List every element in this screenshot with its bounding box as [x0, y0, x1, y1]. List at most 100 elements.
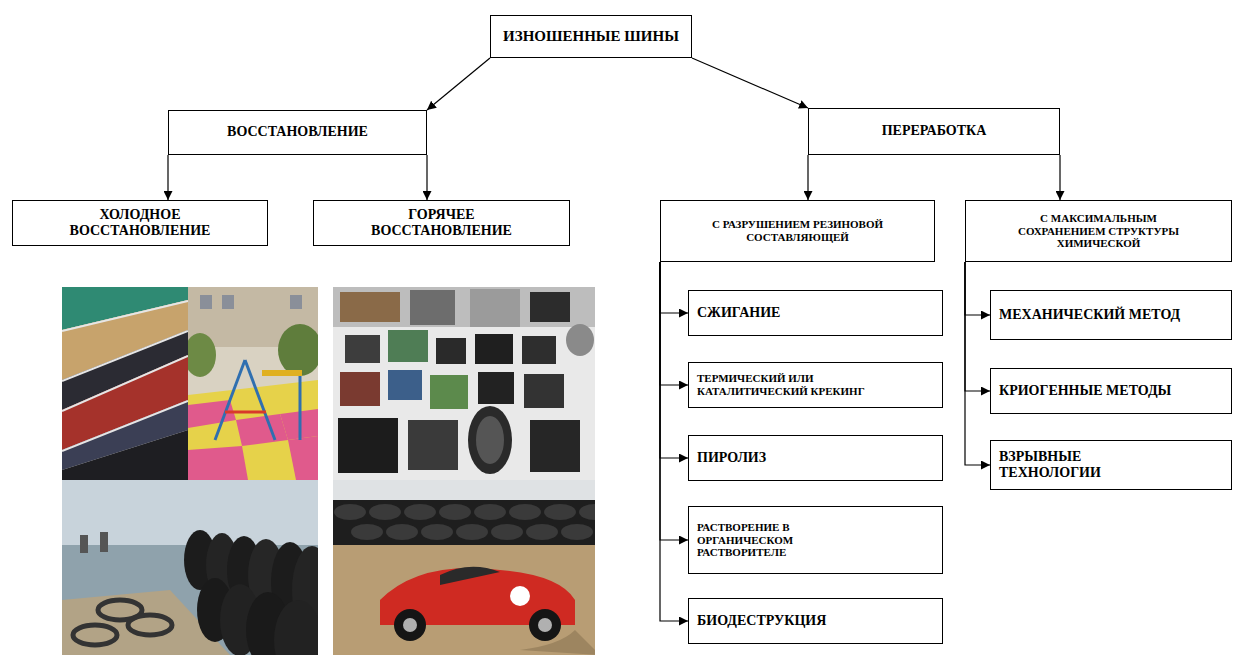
illustration-part: [421, 524, 453, 540]
illustration-part: [538, 618, 552, 632]
illustration-part: [520, 630, 595, 655]
illustration-part: [404, 504, 436, 520]
connector-arrow: [965, 262, 990, 465]
illustration-part: [529, 609, 561, 641]
illustration-part: [530, 420, 580, 472]
illustration-part: [522, 336, 556, 364]
connector-arrow: [660, 262, 688, 385]
illustration-part: [62, 430, 188, 480]
category-box: БИОДЕСТРУКЦИЯ: [688, 598, 943, 644]
box-label: С РАЗРУШЕНИЕМ РЕЗИНОВОЙ СОСТАВЛЯЮЩЕЙ: [683, 218, 913, 243]
illustration-part: [566, 324, 594, 356]
illustration-part: [62, 287, 188, 480]
illustration-part: [410, 290, 455, 325]
illustration-part: [62, 401, 188, 451]
box-label: ПИРОЛИЗ: [697, 450, 766, 466]
illustration-part: [388, 370, 422, 400]
illustration-part: [262, 370, 302, 376]
illustration-part: [509, 504, 541, 520]
illustration-part: [188, 287, 318, 480]
shoreline-tires-photo: [62, 480, 318, 655]
illustration-part: [474, 504, 506, 520]
illustration-part: [333, 287, 595, 327]
connector-arrow: [660, 262, 688, 458]
illustration-part: [200, 295, 212, 309]
illustration-part: [62, 356, 188, 411]
category-box: С РАЗРУШЕНИЕМ РЕЗИНОВОЙ СОСТАВЛЯЮЩЕЙ: [660, 200, 935, 262]
illustration-part: [561, 524, 593, 540]
category-box: КРИОГЕННЫЕ МЕТОДЫ: [990, 368, 1232, 414]
box-label: БИОДЕСТРУКЦИЯ: [697, 613, 826, 629]
category-box: ПЕРЕРАБОТКА: [808, 108, 1060, 155]
illustration-part: [73, 625, 117, 645]
illustration-part: [188, 446, 248, 480]
box-label: ПЕРЕРАБОТКА: [882, 123, 987, 139]
box-label: ВОССТАНОВЛЕНИЕ: [227, 124, 368, 140]
box-label: ТЕРМИЧЕСКИЙ ИЛИ КАТАЛИТИЧЕСКИЙ КРЕКИНГ: [697, 372, 912, 397]
illustration-part: [188, 333, 216, 377]
playground-photo: [188, 287, 318, 480]
connector-arrow: [427, 58, 490, 110]
connector-arrow: [167, 155, 168, 200]
box-label: РАСТВОРЕНИЕ В ОРГАНИЧЕСКОМ РАСТВОРИТЕЛЕ: [697, 521, 862, 559]
illustration-part: [478, 372, 514, 404]
illustration-part: [475, 334, 513, 364]
category-box: РАСТВОРЕНИЕ В ОРГАНИЧЕСКОМ РАСТВОРИТЕЛЕ: [688, 506, 943, 574]
connector-arrow: [807, 155, 808, 200]
rubber-samples-photo: [333, 287, 595, 480]
illustration-part: [338, 418, 398, 473]
illustration-part: [386, 524, 418, 540]
illustration-part: [274, 600, 318, 655]
illustration-part: [340, 292, 400, 322]
illustration-part: [345, 335, 380, 363]
illustration-part: [526, 524, 558, 540]
illustration-part: [476, 416, 504, 464]
illustration-part: [290, 295, 302, 309]
box-label: СЖИГАНИЕ: [697, 305, 780, 321]
connector-arrow: [660, 262, 688, 621]
connector-arrow: [660, 262, 688, 313]
illustration-part: [100, 532, 108, 552]
category-box: МЕХАНИЧЕСКИЙ МЕТОД: [990, 290, 1232, 340]
connector-arrow: [965, 262, 990, 391]
box-label: МЕХАНИЧЕСКИЙ МЕТОД: [999, 307, 1180, 323]
illustration-part: [544, 504, 576, 520]
illustration-part: [579, 504, 595, 520]
box-label: ИЗНОШЕННЫЕ ШИНЫ: [503, 28, 679, 45]
illustration-part: [222, 295, 234, 309]
category-box: СЖИГАНИЕ: [688, 290, 943, 336]
illustration-part: [62, 331, 188, 381]
illustration-part: [62, 301, 188, 331]
box-label: ХОЛОДНОЕ ВОССТАНОВЛЕНИЕ: [40, 207, 240, 239]
category-box: ТЕРМИЧЕСКИЙ ИЛИ КАТАЛИТИЧЕСКИЙ КРЕКИНГ: [688, 362, 943, 408]
illustration-part: [333, 480, 595, 655]
illustration-part: [215, 360, 245, 440]
box-label: КРИОГЕННЫЕ МЕТОДЫ: [999, 383, 1171, 399]
category-box: ВЗРЫВНЫЕ ТЕХНОЛОГИИ: [990, 440, 1232, 490]
illustration-part: [403, 618, 417, 632]
illustration-part: [468, 406, 512, 474]
illustration-part: [440, 567, 500, 585]
illustration-part: [408, 420, 458, 470]
box-label: ГОРЯЧЕЕ ВОССТАНОВЛЕНИЕ: [342, 207, 542, 239]
rubber-tiles-photo: [62, 287, 188, 480]
illustration-part: [299, 376, 302, 440]
illustration-part: [225, 411, 266, 414]
illustration-part: [388, 330, 428, 362]
connector-arrow: [426, 155, 427, 200]
category-box: ХОЛОДНОЕ ВОССТАНОВЛЕНИЕ: [12, 200, 268, 246]
illustration-part: [524, 374, 564, 408]
connector-arrow: [965, 262, 990, 315]
category-box: ГОРЯЧЕЕ ВОССТАНОВЛЕНИЕ: [313, 200, 570, 246]
race-car-photo: [333, 480, 595, 655]
illustration-part: [530, 292, 570, 322]
illustration-part: [340, 372, 380, 406]
illustration-part: [236, 414, 288, 446]
box-label: ВЗРЫВНЫЕ ТЕХНОЛОГИИ: [999, 449, 1119, 481]
category-box: ПИРОЛИЗ: [688, 435, 943, 481]
illustration-part: [456, 524, 488, 540]
illustration-part: [288, 436, 318, 480]
illustration-part: [333, 545, 595, 655]
illustration-part: [491, 524, 523, 540]
